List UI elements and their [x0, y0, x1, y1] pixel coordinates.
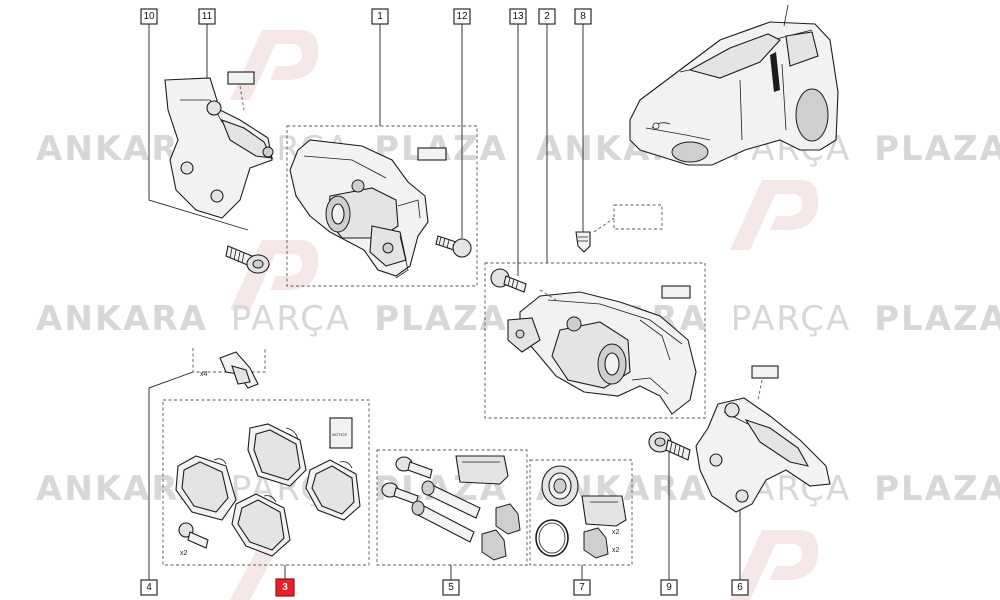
svg-text:4: 4 [146, 582, 152, 593]
callout-5[interactable]: 5 [442, 579, 460, 596]
spec-label-leader-4 [757, 379, 763, 401]
clips-qty-label: x4 [200, 371, 208, 378]
group-frames [162, 125, 706, 566]
callout-3[interactable]: 3 [275, 578, 295, 597]
caliper-frame-top [286, 125, 478, 287]
callout-9[interactable]: 9 [660, 579, 678, 596]
seal-qty-label-1: x2 [612, 529, 620, 536]
callout-4[interactable]: 4 [140, 579, 158, 596]
brake-caliper-mid [507, 291, 697, 415]
clips-frame [192, 348, 266, 373]
bleed-screw-note [613, 204, 663, 230]
leader-lines [148, 24, 741, 580]
car-illustration [629, 4, 839, 166]
svg-text:2: 2 [544, 11, 550, 22]
carrier-bolt-right [648, 431, 691, 461]
caliper-bolt-mid [490, 268, 527, 293]
callout-7[interactable]: 7 [573, 579, 591, 596]
callout-2[interactable]: 2 [538, 8, 556, 25]
spec-label-box-3 [661, 285, 691, 299]
pads-kit-frame [162, 399, 370, 566]
svg-text:6: 6 [737, 582, 743, 593]
pad-clips: x4 [200, 351, 259, 389]
seal-kit-frame [529, 459, 633, 566]
callout-10[interactable]: 10 [140, 8, 158, 25]
caliper-carrier-left [164, 77, 274, 219]
spec-label-leader-1 [239, 85, 245, 111]
svg-text:3: 3 [282, 582, 288, 593]
callout-8[interactable]: 8 [574, 8, 592, 25]
brake-caliper-top [289, 139, 429, 279]
svg-text:13: 13 [512, 11, 524, 22]
caliper-carrier-right [695, 397, 831, 513]
seal-qty-label-2: x2 [612, 547, 620, 554]
svg-text:NOTICE: NOTICE [332, 432, 347, 437]
svg-text:1: 1 [377, 11, 383, 22]
watermark-text-3: ANKARA PARÇA PLAZA [36, 299, 508, 339]
svg-text:10: 10 [143, 11, 155, 22]
callout-1[interactable]: 1 [371, 8, 389, 25]
spec-label-box-2 [417, 147, 447, 161]
spec-label-box-4 [751, 365, 779, 379]
svg-text:7: 7 [579, 582, 585, 593]
caliper-bolt-top [435, 235, 472, 258]
seal-kit: x2 x2 [535, 465, 627, 559]
svg-text:5: 5 [448, 582, 454, 593]
pad-screws-qty-label: x2 [180, 550, 188, 557]
callout-6[interactable]: 6 [731, 579, 749, 596]
notice-card: NOTICE [329, 417, 353, 449]
callout-12[interactable]: 12 [453, 8, 471, 25]
svg-text:9: 9 [666, 582, 672, 593]
svg-text:12: 12 [456, 11, 468, 22]
caliper-frame-mid [484, 262, 706, 419]
svg-text:11: 11 [202, 11, 213, 22]
bleed-screw [575, 217, 615, 253]
brake-location-marker [770, 52, 780, 92]
guide-pin-kit [381, 455, 521, 561]
grease-sachet [455, 455, 509, 485]
callout-11[interactable]: 11 [198, 8, 216, 25]
carrier-bolt-left [225, 245, 270, 274]
callout-13[interactable]: 13 [509, 8, 527, 25]
spec-label-box-1 [227, 71, 255, 85]
seal-grease-sachet [581, 495, 627, 527]
svg-text:8: 8 [580, 11, 586, 22]
brake-pad-kit: x2 NOTICE [175, 417, 361, 557]
callouts: 10 11 1 12 13 2 8 4 [140, 8, 749, 597]
